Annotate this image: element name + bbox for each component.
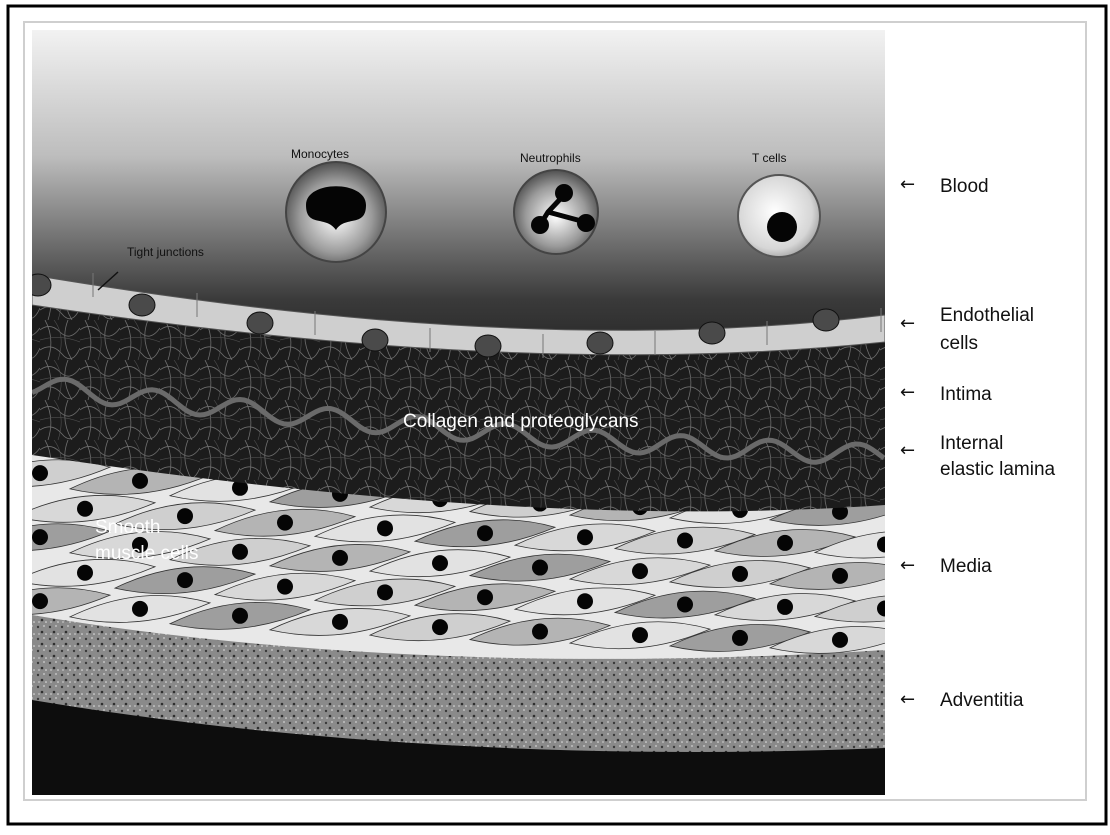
- smooth-muscle-nucleus: [432, 619, 448, 635]
- smooth-muscle-nucleus: [577, 529, 593, 545]
- smooth-muscle-nucleus: [432, 555, 448, 571]
- smooth-muscle-nucleus: [177, 572, 193, 588]
- smooth-muscle-nucleus: [477, 525, 493, 541]
- endothelial-nucleus: [699, 322, 725, 344]
- endothelial-nucleus: [475, 335, 501, 357]
- smooth-muscle-nucleus: [877, 537, 893, 553]
- layer-label-endothelial-line2: cells: [940, 332, 978, 355]
- smooth-muscle-nucleus: [777, 535, 793, 551]
- smooth-muscle-nucleus: [332, 550, 348, 566]
- endothelial-nucleus: [247, 312, 273, 334]
- layer-label-endothelial-line1: Endothelial: [940, 304, 1034, 327]
- smooth-muscle-nucleus: [532, 560, 548, 576]
- smooth-muscle-nucleus: [377, 520, 393, 536]
- smooth-muscle-nucleus: [777, 599, 793, 615]
- smooth-muscle-nucleus: [77, 501, 93, 517]
- layer-label-internal-line1: Internal: [940, 432, 1003, 455]
- smooth-muscle-label-line2: muscle cells: [95, 543, 198, 565]
- monocytes-label: Monocytes: [291, 147, 349, 161]
- arrow-icon-intima: ←: [900, 382, 915, 403]
- smooth-muscle-nucleus: [232, 608, 248, 624]
- tight-junctions-label: Tight junctions: [127, 245, 204, 259]
- smooth-muscle-nucleus: [577, 593, 593, 609]
- smooth-muscle-nucleus: [732, 630, 748, 646]
- smooth-muscle-nucleus: [132, 601, 148, 617]
- smooth-muscle-nucleus: [832, 568, 848, 584]
- smooth-muscle-nucleus: [832, 632, 848, 648]
- arrow-icon-endothelial: ←: [900, 313, 915, 334]
- smooth-muscle-nucleus: [632, 627, 648, 643]
- t-cells-label: T cells: [752, 151, 786, 165]
- smooth-muscle-nucleus: [377, 584, 393, 600]
- collagen-label: Collagen and proteoglycans: [403, 411, 639, 433]
- smooth-muscle-nucleus: [332, 614, 348, 630]
- layer-label-intima: Intima: [940, 383, 992, 406]
- layer-label-internal-line2: elastic lamina: [940, 458, 1055, 481]
- smooth-muscle-nucleus: [732, 566, 748, 582]
- smooth-muscle-nucleus: [677, 533, 693, 549]
- layer-label-blood: Blood: [940, 175, 989, 198]
- smooth-muscle-nucleus: [877, 601, 893, 617]
- endothelial-nucleus: [129, 294, 155, 316]
- smooth-muscle-nucleus: [77, 565, 93, 581]
- smooth-muscle-nucleus: [177, 508, 193, 524]
- endothelial-nucleus: [362, 329, 388, 351]
- smooth-muscle-nucleus: [132, 473, 148, 489]
- smooth-muscle-nucleus: [32, 529, 48, 545]
- monocyte-cell: [286, 162, 386, 262]
- layer-label-adventitia: Adventitia: [940, 689, 1023, 712]
- t-cell: [738, 175, 820, 257]
- smooth-muscle-nucleus: [32, 465, 48, 481]
- smooth-muscle-nucleus: [632, 563, 648, 579]
- smooth-muscle-nucleus: [477, 589, 493, 605]
- endothelial-nucleus: [25, 274, 51, 296]
- layer-label-media: Media: [940, 555, 992, 578]
- neutrophil-cell: [514, 170, 598, 254]
- endothelial-nucleus: [587, 332, 613, 354]
- smooth-muscle-nucleus: [677, 597, 693, 613]
- smooth-muscle-label-line1: Smooth: [95, 517, 160, 539]
- endothelial-nucleus: [813, 309, 839, 331]
- smooth-muscle-nucleus: [277, 579, 293, 595]
- arrow-icon-internal-elastic-lamina: ←: [900, 440, 915, 461]
- arrow-icon-media: ←: [900, 555, 915, 576]
- neutrophils-label: Neutrophils: [520, 151, 581, 165]
- arrow-icon-adventitia: ←: [900, 689, 915, 710]
- arrow-icon-blood: ←: [900, 174, 915, 195]
- smooth-muscle-nucleus: [232, 544, 248, 560]
- smooth-muscle-nucleus: [532, 624, 548, 640]
- smooth-muscle-nucleus: [32, 593, 48, 609]
- smooth-muscle-nucleus: [277, 515, 293, 531]
